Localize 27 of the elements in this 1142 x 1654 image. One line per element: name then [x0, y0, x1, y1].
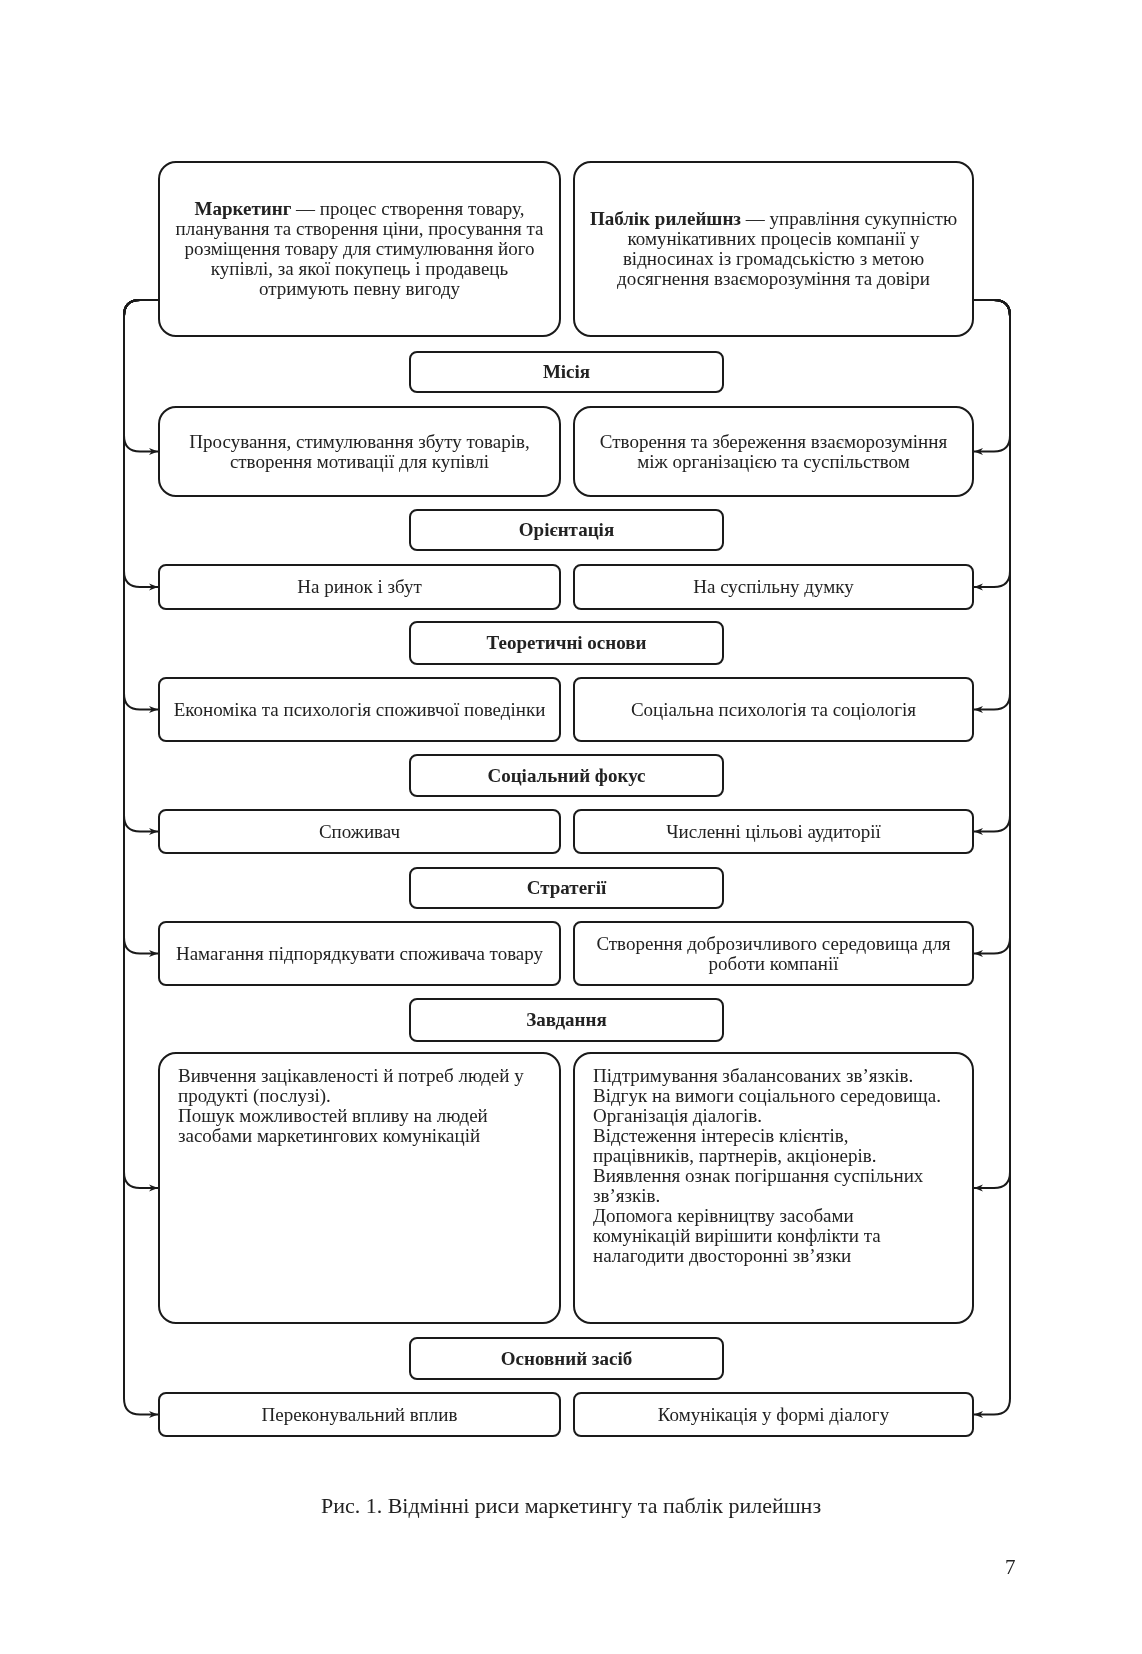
text-box: Намагання підпорядкувати споживача товару [158, 921, 561, 986]
figure-caption: Рис. 1. Відмінні риси маркетингу та паблік рилейшнз [319, 1493, 823, 1519]
text-box: Маркетинг — процес створення товару, планування та створення ціни, просування та розміщення товару для стимулювання його купівлі, за якої покупець і продавець отримують певну вигоду [158, 161, 561, 337]
heading-box: Орієнтація [409, 509, 724, 551]
text-box: Просування, стимулювання збуту товарів, створення мотивації для купівлі [158, 406, 561, 497]
text-box: Створення доброзичливого середовища для роботи компанії [573, 921, 974, 986]
heading-box: Завдання [409, 998, 724, 1042]
text-box: Комунікація у формі діалогу [573, 1392, 974, 1437]
heading-box: Стратегії [409, 867, 724, 909]
text-box: Споживач [158, 809, 561, 854]
text-box: Паблік рилейшнз — управління сукупністю комунікативних процесів компанії у відносинах із громадськістю з метою досягнення взаєморозуміння та довіри [573, 161, 974, 337]
text-box: На суспільну думку [573, 564, 974, 610]
heading-box: Соціальний фокус [409, 754, 724, 797]
text-box: Підтримування збалансованих зв’язків. Відгук на вимоги соціального середовища. Організація діалогів. Відстеження інтересів клієнтів, працівників, партнерів, акціонерів. Виявлення ознак погіршання суспільних зв’язків. Допомога керівництву засобами комунікацій вирішити конфлікти та налагодити двосторонні зв’язки [573, 1052, 974, 1324]
text-box: Створення та збереження взаєморозуміння між організацією та суспільством [573, 406, 974, 497]
text-box: Економіка та психологія споживчої поведінки [158, 677, 561, 742]
text-box: Вивчення зацікавленості й потреб людей у продукті (послузі). Пошук можливостей впливу на людей засобами маркетингових комунікацій [158, 1052, 561, 1324]
heading-box: Основний засіб [409, 1337, 724, 1380]
text-box: Соціальна психологія та соціологія [573, 677, 974, 742]
heading-box: Теоретичні основи [409, 621, 724, 665]
connector-arrow [123, 299, 159, 1419]
page-number: 7 [1005, 1555, 1016, 1580]
text-box: Переконувальний вплив [158, 1392, 561, 1437]
connector-arrow [973, 299, 1011, 1419]
text-box: Численні цільові аудиторії [573, 809, 974, 854]
heading-box: Місія [409, 351, 724, 393]
text-box: На ринок і збут [158, 564, 561, 610]
